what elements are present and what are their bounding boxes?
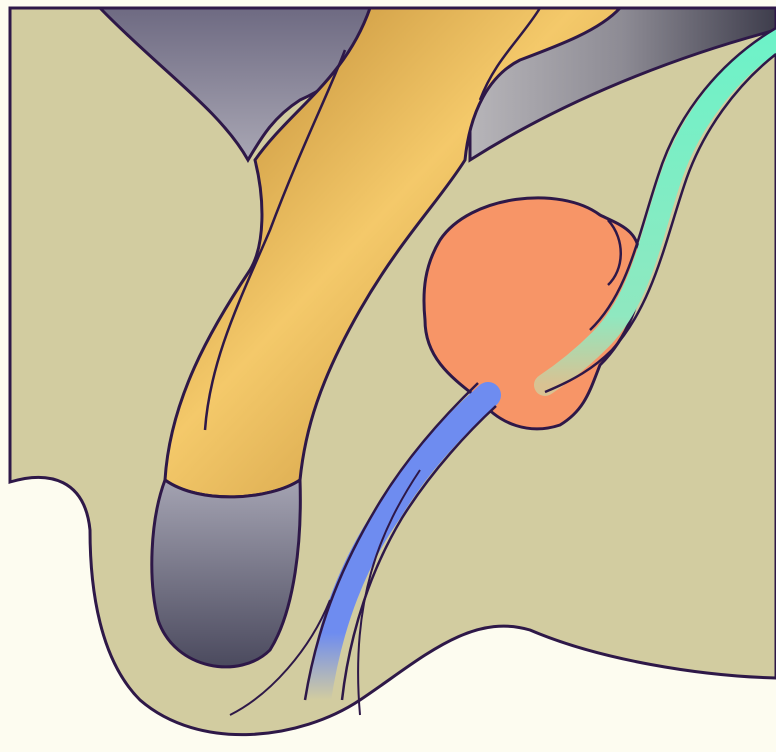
diagram-canvas — [0, 0, 776, 752]
anatomical-diagram — [0, 0, 776, 752]
